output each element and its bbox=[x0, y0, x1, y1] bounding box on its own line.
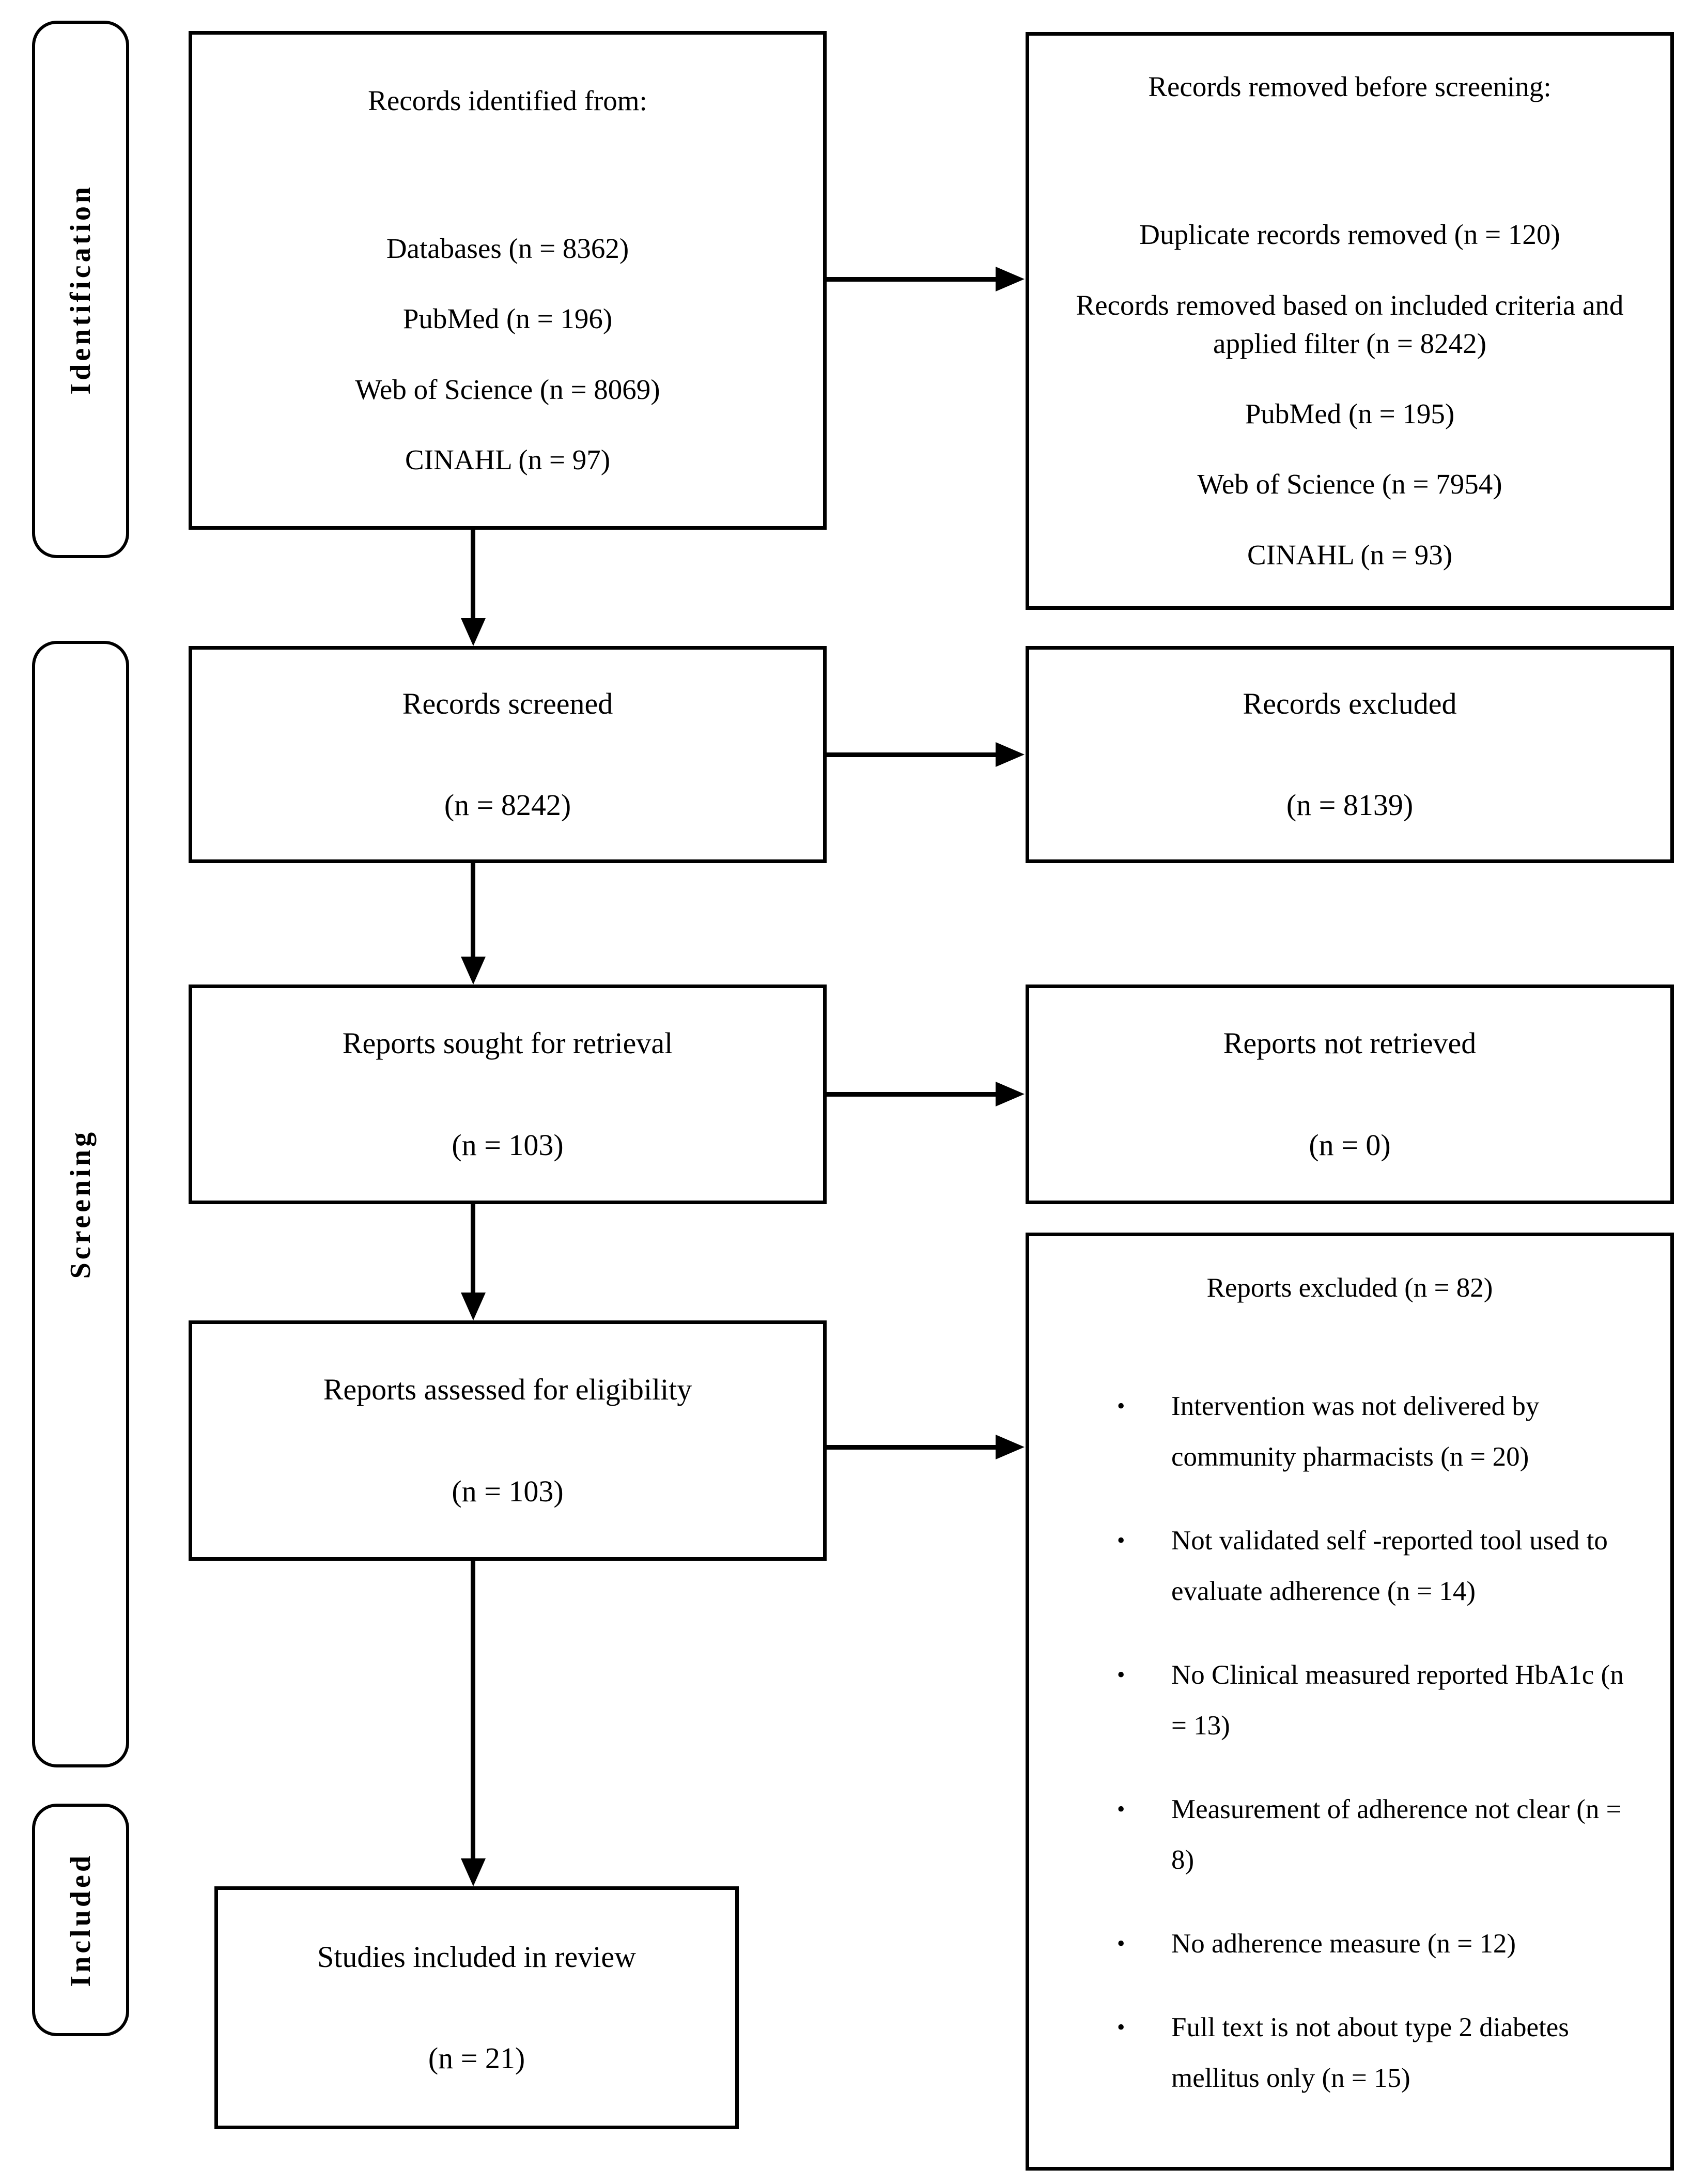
arrowhead-down-icon bbox=[461, 1858, 486, 1886]
records-excluded-line1: Records excluded bbox=[1243, 686, 1457, 720]
arrow-sought-to-assessed bbox=[471, 1204, 475, 1294]
reports-assessed-line2: (n = 103) bbox=[452, 1474, 564, 1508]
arrow-identified-to-removed bbox=[827, 277, 997, 282]
reports-not-retrieved-line1: Reports not retrieved bbox=[1223, 1026, 1477, 1060]
arrow-identified-to-screened bbox=[471, 530, 475, 620]
reports-not-retrieved-box: Reports not retrieved (n = 0) bbox=[1026, 985, 1674, 1204]
reports-assessed-box: Reports assessed for eligibility (n = 10… bbox=[189, 1320, 827, 1561]
records-identified-item: CINAHL (n = 97) bbox=[405, 443, 611, 475]
stage-screening-label: Screening bbox=[65, 1129, 97, 1279]
arrow-assessed-to-included bbox=[471, 1561, 475, 1860]
reports-excluded-reason: • Measurement of adherence not clear (n … bbox=[1117, 1784, 1639, 1885]
reports-excluded-reason: • Not validated self -reported tool used… bbox=[1117, 1515, 1639, 1617]
arrowhead-right-icon bbox=[996, 1082, 1025, 1106]
reports-sought-box: Reports sought for retrieval (n = 103) bbox=[189, 985, 827, 1204]
bullet-icon: • bbox=[1117, 1528, 1125, 1554]
records-removed-item: PubMed (n = 195) bbox=[1245, 398, 1455, 430]
records-identified-item: Web of Science (n = 8069) bbox=[355, 373, 660, 405]
reports-excluded-reason: • Intervention was not delivered by comm… bbox=[1117, 1381, 1639, 1482]
reports-assessed-line1: Reports assessed for eligibility bbox=[323, 1373, 692, 1407]
records-screened-line2: (n = 8242) bbox=[444, 788, 571, 822]
reports-excluded-title: Reports excluded (n = 82) bbox=[1206, 1273, 1493, 1303]
reports-excluded-reason: • Full text is not about type 2 diabetes… bbox=[1117, 2002, 1639, 2103]
studies-included-line2: (n = 21) bbox=[428, 2041, 525, 2075]
bullet-icon: • bbox=[1117, 2014, 1125, 2040]
stage-included-label: Included bbox=[65, 1853, 97, 1987]
reports-sought-line1: Reports sought for retrieval bbox=[342, 1026, 673, 1060]
arrowhead-down-icon bbox=[461, 1293, 486, 1320]
records-removed-item: Web of Science (n = 7954) bbox=[1197, 468, 1502, 500]
records-identified-box: Records identified from: Databases (n = … bbox=[189, 31, 827, 530]
arrow-sought-to-not-retrieved bbox=[827, 1092, 997, 1097]
bullet-icon: • bbox=[1117, 1393, 1125, 1419]
records-excluded-line2: (n = 8139) bbox=[1286, 788, 1414, 822]
stage-identification: Identification bbox=[32, 21, 129, 558]
records-removed-item: CINAHL (n = 93) bbox=[1247, 539, 1453, 571]
records-removed-title: Records removed before screening: bbox=[1148, 71, 1552, 103]
records-excluded-box: Records excluded (n = 8139) bbox=[1026, 646, 1674, 863]
bullet-icon: • bbox=[1117, 1796, 1125, 1822]
arrow-assessed-to-excluded bbox=[827, 1445, 997, 1450]
arrowhead-right-icon bbox=[996, 1435, 1025, 1459]
arrowhead-right-icon bbox=[996, 742, 1025, 767]
records-removed-box: Records removed before screening: Duplic… bbox=[1026, 32, 1674, 610]
records-identified-title: Records identified from: bbox=[368, 84, 647, 116]
studies-included-line1: Studies included in review bbox=[317, 1940, 636, 1974]
reports-not-retrieved-line2: (n = 0) bbox=[1309, 1128, 1391, 1162]
stage-included: Included bbox=[32, 1804, 129, 2036]
arrow-screened-to-excluded bbox=[827, 752, 997, 757]
bullet-icon: • bbox=[1117, 1662, 1125, 1688]
records-removed-item: Records removed based on included criter… bbox=[1076, 289, 1624, 359]
stage-identification-label: Identification bbox=[65, 184, 97, 395]
arrowhead-down-icon bbox=[461, 618, 486, 646]
reports-excluded-reason: • No Clinical measured reported HbA1c (n… bbox=[1117, 1650, 1639, 1751]
studies-included-box: Studies included in review (n = 21) bbox=[214, 1886, 739, 2129]
reports-sought-line2: (n = 103) bbox=[452, 1128, 564, 1162]
records-identified-item: Databases (n = 8362) bbox=[386, 233, 629, 265]
records-screened-box: Records screened (n = 8242) bbox=[189, 646, 827, 863]
bullet-icon: • bbox=[1117, 1931, 1125, 1957]
records-identified-item: PubMed (n = 196) bbox=[402, 303, 613, 335]
reports-excluded-reason-list: • Intervention was not delivered by comm… bbox=[1060, 1381, 1639, 2104]
arrow-screened-to-sought bbox=[471, 863, 475, 958]
stage-screening: Screening bbox=[32, 641, 129, 1767]
reports-excluded-reason: • No adherence measure (n = 12) bbox=[1117, 1918, 1639, 1969]
reports-excluded-box: Reports excluded (n = 82) • Intervention… bbox=[1026, 1233, 1674, 2171]
arrowhead-down-icon bbox=[461, 957, 486, 985]
arrowhead-right-icon bbox=[996, 267, 1025, 291]
records-screened-line1: Records screened bbox=[402, 686, 613, 720]
records-removed-item: Duplicate records removed (n = 120) bbox=[1139, 219, 1560, 251]
